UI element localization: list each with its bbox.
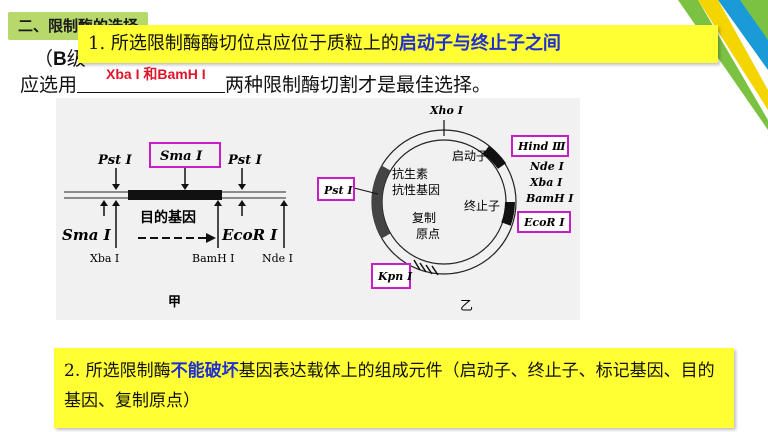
site-hind: Hind Ⅲ — [517, 140, 566, 153]
sma-highlight-box — [149, 142, 221, 168]
antibiotic-label-1: 抗生素 — [392, 166, 428, 181]
terminator-label: 终止子 — [464, 198, 500, 213]
question-line2: 应选用两种限制酶切割才是最佳选择。 — [20, 74, 492, 96]
pst-highlight-box — [317, 177, 355, 201]
origin-label-2: 原点 — [416, 227, 440, 241]
site-xba-b: Xba I — [529, 176, 563, 189]
callout-1-highlight: 启动子与终止子之间 — [398, 33, 561, 54]
site-sma-top: Sma I — [160, 149, 203, 164]
ecor-highlight-box — [517, 211, 571, 233]
callout-2: 2. 所选限制酶不能破坏基因表达载体上的组成元件（启动子、终止子、标记基因、目的… — [54, 348, 734, 428]
figure-svg: Pst I Sma I Pst I 目的基因 Sma I EcoR I Xba … — [62, 104, 574, 314]
site-bamh-b: BamH I — [525, 192, 574, 205]
site-nde-b: Nde I — [529, 160, 565, 173]
site-pst-right: Pst I — [227, 153, 263, 168]
site-pst-b: Pst I — [323, 184, 353, 197]
callout-1: 1. 所选限制酶酶切位点应位于质粒上的启动子与终止子之间 — [78, 25, 718, 63]
kpn-highlight-box — [371, 263, 411, 289]
site-bamh: BamH I — [192, 252, 235, 265]
site-pst-left: Pst I — [97, 153, 133, 168]
figure-panel: Pst I Sma I Pst I 目的基因 Sma I EcoR I Xba … — [56, 98, 580, 320]
antibiotic-label-2: 抗性基因 — [392, 182, 440, 197]
site-nde: Nde I — [262, 252, 293, 265]
answer-text: Xba I 和BamH I — [106, 66, 206, 82]
site-xho: Xho I — [429, 104, 464, 117]
callout-2-highlight: 不能破坏 — [170, 361, 239, 381]
site-ecor-b: EcoR I — [523, 216, 565, 229]
origin-label-1: 复制 — [412, 211, 436, 225]
caption-b: 乙 — [460, 299, 473, 314]
figure-a: Pst I Sma I Pst I 目的基因 Sma I EcoR I Xba … — [62, 142, 293, 310]
hind-highlight-box — [511, 135, 569, 157]
gene-label: 目的基因 — [140, 209, 196, 226]
caption-a: 甲 — [168, 295, 181, 310]
site-ecor: EcoR I — [221, 226, 278, 244]
promoter-label: 启动子 — [452, 149, 488, 163]
figure-b: Xho I 抗生素 抗性基因 启动子 终止子 复制 原点 Hind Ⅲ Nde … — [317, 104, 574, 314]
site-xba: Xba I — [90, 252, 119, 265]
site-sma-bottom: Sma I — [62, 226, 112, 244]
site-kpn: Kpn I — [377, 270, 413, 283]
answer-blank — [77, 74, 226, 93]
